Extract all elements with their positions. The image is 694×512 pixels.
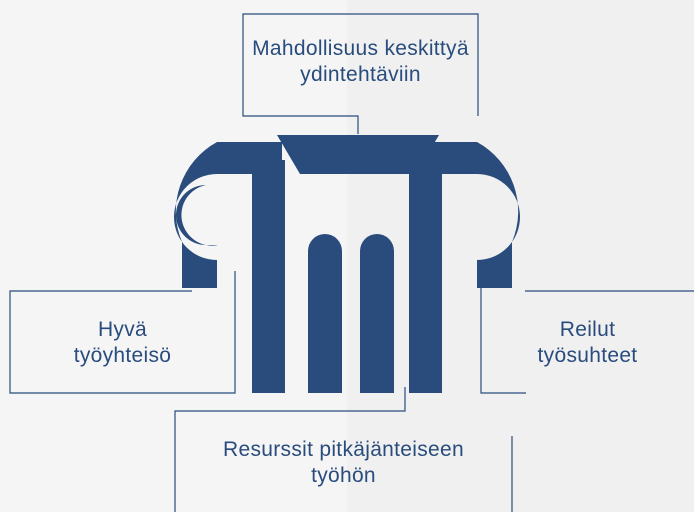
left-label-line2: työyhteisö (73, 344, 172, 367)
right-label-line2: työsuhteet (537, 344, 638, 367)
shaft-left-outer (252, 160, 285, 393)
shaft-right-outer (409, 160, 442, 393)
right-box-frame (480, 271, 694, 394)
bottom-label: Resurssit pitkäjänteiseen työhön (175, 437, 512, 489)
bottom-label-line1: Resurssit pitkäjänteiseen (223, 438, 464, 461)
top-label-line2: ydintehtäviin (300, 63, 421, 86)
background-right-panel (347, 0, 694, 512)
bottom-label-line2: työhön (311, 464, 376, 487)
right-label-line1: Reilut (559, 318, 616, 341)
left-label: Hyvä työyhteisö (10, 317, 235, 369)
frame-lines (9, 13, 694, 512)
left-volute-inner (176, 185, 218, 246)
top-box-frame (242, 13, 479, 134)
right-label: Reilut työsuhteet (481, 317, 694, 369)
bottom-box-frame (174, 387, 513, 512)
shaft-flute-right (360, 234, 394, 393)
shaft-flute-left (308, 234, 342, 393)
left-box-frame (9, 271, 236, 394)
left-label-line1: Hyvä (97, 318, 148, 341)
top-label-line1: Mahdollisuus keskittyä (252, 37, 469, 60)
left-volute (174, 142, 282, 288)
column-shaft (252, 160, 442, 393)
column-capital (174, 135, 520, 288)
right-volute (412, 142, 520, 288)
top-label: Mahdollisuus keskittyä ydintehtäviin (243, 36, 478, 88)
capital-abacus (277, 135, 439, 174)
